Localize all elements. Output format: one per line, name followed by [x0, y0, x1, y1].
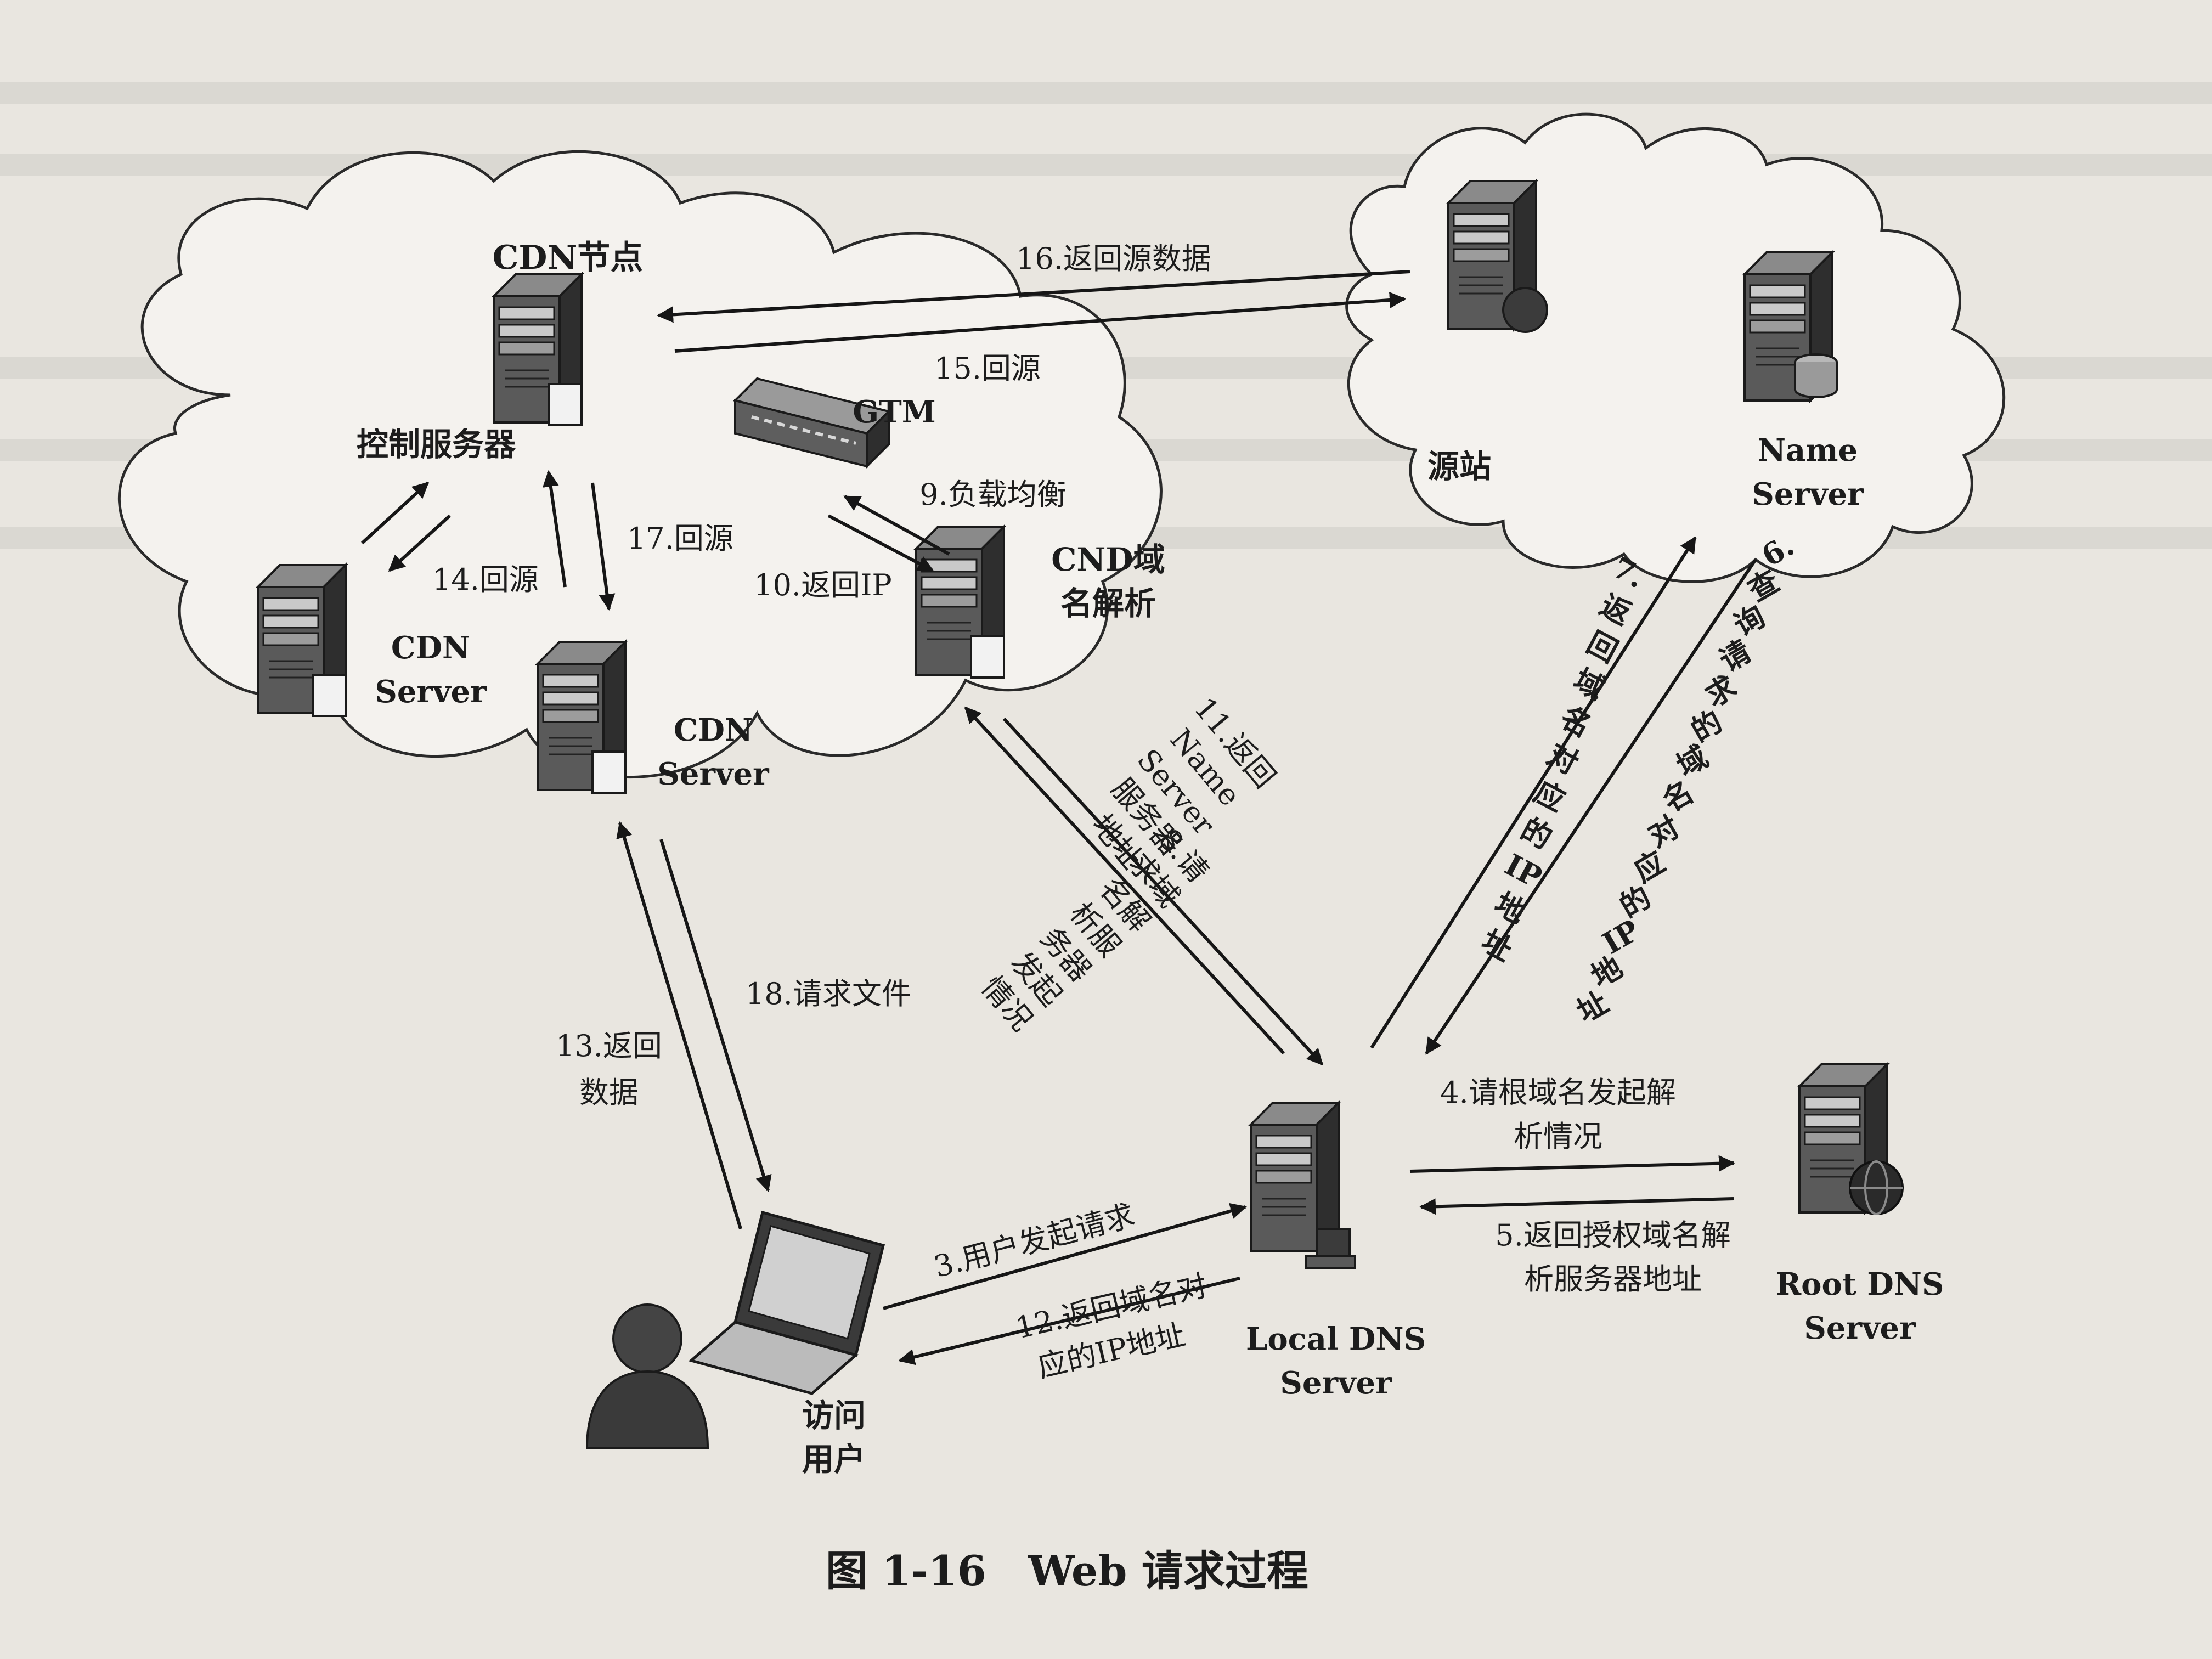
- edge-13-label-1: 13.返回: [556, 1029, 662, 1063]
- edge-11: [964, 706, 1285, 1055]
- edge-17-label: 17.回源: [627, 521, 733, 556]
- local-dns-label-2: Server: [1280, 1365, 1392, 1401]
- cdn-server-right-label-2: Server: [657, 756, 770, 792]
- edge-3: [883, 1203, 1247, 1310]
- edge-9: [843, 495, 950, 556]
- edge-8: [1002, 717, 1324, 1066]
- cnd-resolver-label-1: CND域: [1051, 541, 1165, 578]
- edge-12: [898, 1277, 1240, 1365]
- origin-cloud: [1345, 112, 2005, 583]
- edge-7-label-char: 名: [1555, 699, 1598, 744]
- cdn-server-right-icon: [538, 642, 625, 793]
- name-server-label-1: Name: [1758, 432, 1858, 469]
- user-label-1: 访问: [802, 1397, 866, 1434]
- origin-server-icon: [1448, 181, 1547, 332]
- edge-5-label-1: 5.返回授权域名解: [1495, 1218, 1731, 1252]
- edge-8-label: 8.请 求域 名解 析服 务器 发起 情况: [975, 822, 1216, 1037]
- user-label-2: 用户: [802, 1441, 866, 1478]
- edge-4-label-1: 4.请根域名发起解: [1440, 1075, 1676, 1110]
- cdn-server-left-label-2: Server: [375, 674, 487, 710]
- name-server-label-2: Server: [1752, 476, 1864, 512]
- node-labels: CDN节点 控制服务器 GTM CND域 名解析 CDN Server CDN …: [357, 239, 1944, 1478]
- edge-7-label-char: 域: [1568, 662, 1611, 707]
- edge-14-up: [360, 481, 430, 545]
- origin-label: 源站: [1427, 448, 1491, 485]
- edge-7-label-char: 址: [1476, 923, 1519, 968]
- edge-7-label-char: 返: [1594, 587, 1637, 632]
- edge-14-down: [388, 514, 452, 572]
- edge-15: [674, 291, 1406, 353]
- cdn-server-left-icon: [258, 565, 346, 716]
- local-dns-server-icon: [1250, 1102, 1356, 1269]
- cnd-resolver-label-2: 名解析: [1060, 585, 1156, 622]
- edge-13-label-2: 数据: [579, 1075, 639, 1110]
- edge-13: [616, 821, 742, 1229]
- cdn-server-left-label-1: CDN: [391, 630, 470, 666]
- edge-9-label: 9.负载均衡: [919, 477, 1066, 512]
- edge-16: [657, 270, 1410, 323]
- edge-3-label: 3.用户发起请求: [930, 1198, 1138, 1284]
- edge-10-label: 10.返回IP: [754, 568, 892, 602]
- edge-labels: 16.返回源数据 15.回源 9.负载均衡 10.返回IP 14.回源 17.回…: [432, 241, 1800, 1384]
- edge-7: [1370, 536, 1697, 1049]
- edge-14-label: 14.回源: [432, 562, 539, 597]
- edge-16-label: 16.返回源数据: [1016, 241, 1211, 276]
- edge-15-label: 15.回源: [934, 351, 1041, 386]
- cdn-server-right-label-1: CDN: [674, 712, 753, 748]
- cdn-node-label: CDN节点: [493, 239, 644, 277]
- edge-7-label-char: 地: [1489, 885, 1532, 930]
- edge-18: [659, 839, 772, 1192]
- cnd-resolver-server-icon: [916, 527, 1004, 678]
- edge-6: [1425, 558, 1757, 1055]
- root-dns-label-2: Server: [1804, 1310, 1916, 1346]
- root-dns-label-1: Root DNS: [1776, 1266, 1944, 1302]
- root-dns-server-icon: [1799, 1064, 1903, 1214]
- user-person-icon: [585, 1304, 709, 1449]
- edge-4-label-2: 析情况: [1514, 1119, 1602, 1154]
- control-server-icon: [494, 274, 582, 425]
- edge-7-label-char: 应: [1528, 774, 1571, 819]
- edge-5-label-2: 析服务器地址: [1524, 1262, 1702, 1296]
- edge-17-up: [542, 470, 567, 588]
- gtm-switch-icon: [733, 377, 891, 469]
- local-dns-label-1: Local DNS: [1246, 1321, 1426, 1357]
- name-server-icon: [1745, 252, 1837, 400]
- control-server-label: 控制服务器: [357, 426, 516, 463]
- edge-10: [827, 514, 934, 572]
- edge-18-label: 18.请求文件: [746, 977, 911, 1011]
- figure-caption: 图 1-16 Web 请求过程: [826, 1547, 1308, 1595]
- edge-4: [1409, 1155, 1735, 1173]
- user-laptop-icon: [688, 1210, 885, 1395]
- edge-17-down: [591, 482, 616, 611]
- gtm-label: GTM: [853, 394, 935, 430]
- edge-7-label-char: 对: [1542, 736, 1584, 781]
- edge-5: [1419, 1197, 1734, 1215]
- edge-11-label: 11.返回 Name Server 服务器 地址: [1085, 691, 1282, 875]
- edge-7-label-char: 的: [1515, 811, 1558, 856]
- edges: [360, 270, 1757, 1365]
